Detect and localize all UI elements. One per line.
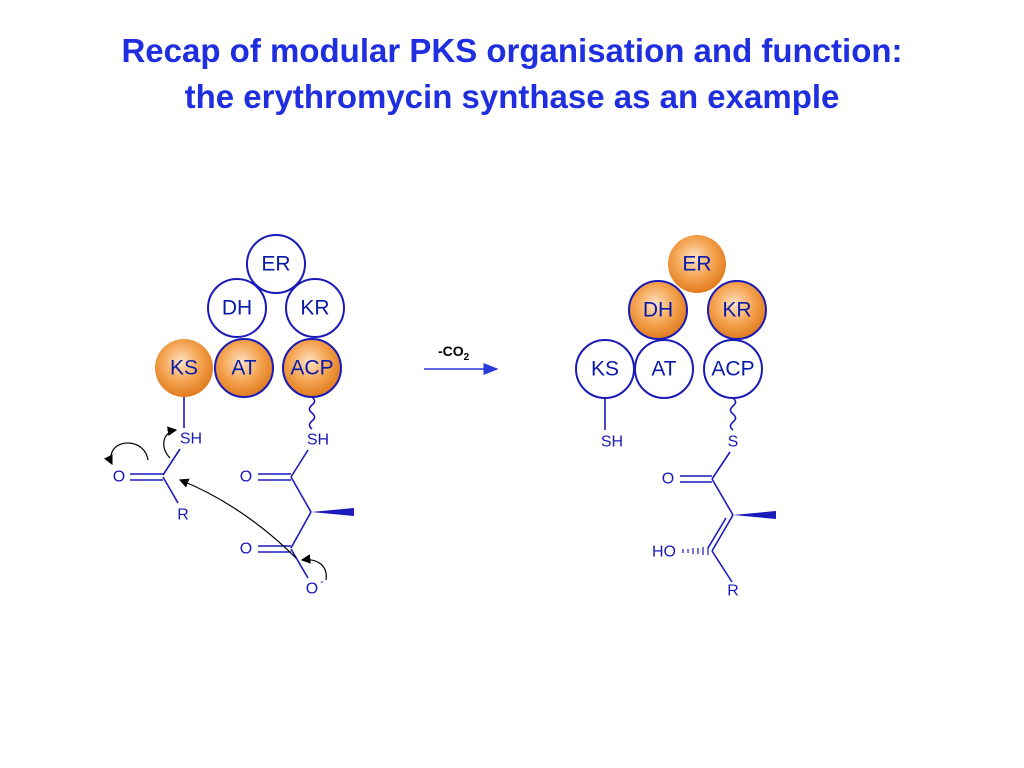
left-dh-label: DH [222,297,252,320]
left-er-label: ER [261,253,290,276]
right-dh-domain: DH [628,280,688,340]
left-ks-domain: KS [155,339,213,397]
left-methyl-wedge [311,508,354,516]
right-acp-label: ACP [711,358,754,381]
right-ks-label: KS [591,358,619,381]
left-acyl-bond-s [162,448,181,476]
left-er-domain: ER [246,234,306,294]
left-o-thioester: O [240,469,252,486]
right-module: ER DH KR KS AT ACP SH S O [575,235,776,600]
left-malonyl-c-ca [290,476,312,513]
left-ks-o: O [113,469,125,486]
right-c-ca-bond [711,478,734,516]
right-s-c-bond [711,451,731,480]
left-arrow-s-attack [163,426,178,459]
right-er-label: ER [682,253,711,276]
left-acp-domain: ACP [282,338,342,398]
left-acp-sh: SH [307,432,329,449]
left-kr-label: KR [300,297,329,320]
right-ca-cb-bond-1 [711,514,734,552]
right-r: R [727,583,739,600]
right-cb-r-bond [711,550,733,583]
title-line-2: the erythromycin synthase as an example [184,78,840,115]
right-er-domain: ER [668,235,726,293]
left-arrow-decarboxylation [300,554,327,581]
left-o-minus: O [306,581,318,598]
left-arrow-co-to-o [103,442,149,466]
right-ho: HO [652,544,676,561]
left-acyl-r-bond [162,476,179,504]
right-ks-domain: KS [575,339,635,399]
left-at-domain: AT [214,338,274,398]
right-acp-domain: ACP [703,339,763,399]
right-ks-sh: SH [601,434,623,451]
left-ks-r: R [177,507,189,524]
right-at-domain: AT [634,339,694,399]
reaction-arrow: -CO2 [424,343,499,375]
left-carboxyl-c-o [290,548,309,579]
right-kr-domain: KR [707,280,767,340]
left-acp-label: ACP [290,357,333,380]
right-kr-label: KR [722,299,751,322]
slide-title: Recap of modular PKS organisation and fu… [0,28,1024,120]
right-dh-label: DH [643,299,673,322]
right-o-thioester: O [662,471,674,488]
right-at-label: AT [651,358,676,381]
left-kr-domain: KR [285,278,345,338]
right-methyl-wedge [733,511,776,519]
left-malonyl-ca-c [290,511,312,549]
left-dh-domain: DH [207,278,267,338]
left-o-charge: - [320,576,324,588]
reaction-arrow-label: -CO2 [438,343,470,363]
left-module: ER DH KR KS AT ACP SH O R [103,234,354,598]
right-acp-s: S [728,434,739,451]
left-malonyl-s-c [290,449,309,478]
left-arrow-enolate-attack [178,478,297,559]
right-ca-cb-bond-2 [707,517,727,549]
left-acp-tether [308,396,316,430]
title-line-1: Recap of modular PKS organisation and fu… [121,32,903,69]
left-at-label: AT [231,357,256,380]
left-o-carboxyl: O [240,541,252,558]
left-ks-sh: SH [180,431,202,448]
right-acp-tether [729,397,737,431]
right-hashed-bond [682,547,709,555]
left-ks-label: KS [170,357,198,380]
